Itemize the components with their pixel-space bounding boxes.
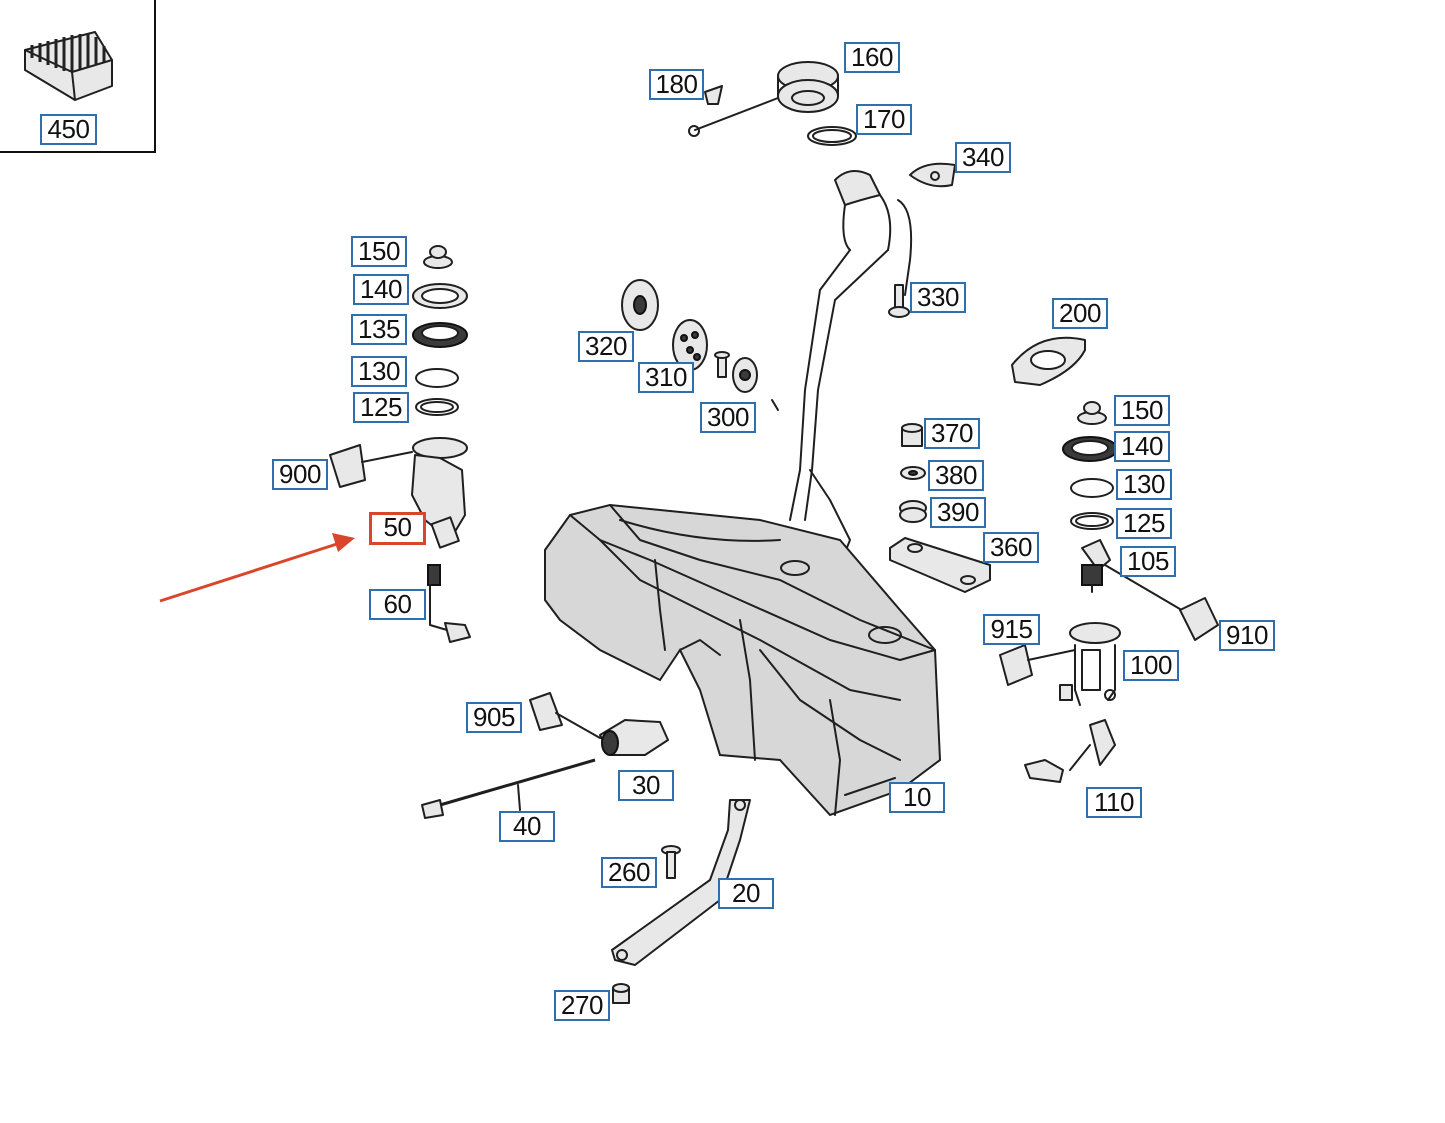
label-part-130-right[interactable]: 130 bbox=[1116, 469, 1172, 500]
part-10-fuel-tank bbox=[544, 503, 942, 817]
part-340-bracket bbox=[909, 162, 956, 188]
label-part-60[interactable]: 60 bbox=[369, 589, 426, 620]
label-part-260[interactable]: 260 bbox=[601, 857, 657, 888]
label-part-110[interactable]: 110 bbox=[1086, 787, 1142, 818]
part-450-foam-block bbox=[24, 31, 113, 101]
label-part-910[interactable]: 910 bbox=[1219, 620, 1275, 651]
label-part-300[interactable]: 300 bbox=[700, 402, 756, 433]
label-part-905[interactable]: 905 bbox=[466, 702, 522, 733]
filler-neck bbox=[771, 170, 913, 566]
left-stack-125-oring bbox=[415, 398, 459, 416]
label-part-270[interactable]: 270 bbox=[554, 990, 610, 1021]
label-part-450[interactable]: 450 bbox=[40, 114, 97, 145]
right-stack-150-nut bbox=[1077, 401, 1107, 425]
part-100-sender-unit bbox=[1059, 622, 1121, 706]
right-stack-125-oring bbox=[1070, 512, 1114, 530]
part-160-fuel-cap bbox=[777, 61, 839, 113]
label-part-915[interactable]: 915 bbox=[983, 614, 1040, 645]
label-part-10[interactable]: 10 bbox=[889, 782, 945, 813]
left-stack-130-oring bbox=[415, 368, 459, 388]
label-part-105[interactable]: 105 bbox=[1120, 546, 1176, 577]
part-60-level-sender bbox=[427, 564, 471, 643]
part-260-bolt bbox=[661, 845, 681, 879]
label-part-135[interactable]: 135 bbox=[351, 314, 407, 345]
label-part-900[interactable]: 900 bbox=[272, 459, 328, 490]
label-part-200[interactable]: 200 bbox=[1052, 298, 1108, 329]
label-part-50-highlighted[interactable]: 50 bbox=[369, 512, 426, 545]
left-stack-150-nut bbox=[423, 245, 453, 269]
left-stack-135-lock-ring bbox=[412, 322, 468, 348]
part-170-seal-ring bbox=[807, 126, 857, 146]
part-110-level-sender bbox=[1024, 719, 1116, 783]
label-part-125-left[interactable]: 125 bbox=[353, 392, 409, 423]
part-105-valve bbox=[1081, 539, 1111, 593]
part-910-connector bbox=[1104, 564, 1219, 641]
part-300-valve bbox=[714, 351, 758, 393]
part-900-connector bbox=[329, 444, 413, 488]
label-part-310[interactable]: 310 bbox=[638, 362, 694, 393]
label-part-140-left[interactable]: 140 bbox=[353, 274, 409, 305]
part-905-connector bbox=[529, 692, 601, 739]
label-part-170[interactable]: 170 bbox=[856, 104, 912, 135]
pointer-arrow bbox=[159, 533, 355, 603]
label-part-30[interactable]: 30 bbox=[618, 770, 674, 801]
part-180-tether bbox=[688, 85, 779, 137]
label-part-380[interactable]: 380 bbox=[928, 460, 984, 491]
label-part-130-left[interactable]: 130 bbox=[351, 356, 407, 387]
inset-box-450 bbox=[0, 0, 156, 153]
label-part-125-right[interactable]: 125 bbox=[1116, 508, 1172, 539]
part-320-cap bbox=[621, 279, 659, 331]
label-part-360[interactable]: 360 bbox=[983, 532, 1039, 563]
part-330-bolt bbox=[888, 284, 910, 318]
right-stack-140-ring bbox=[1062, 436, 1118, 462]
part-30-sensor bbox=[599, 719, 669, 756]
label-part-320[interactable]: 320 bbox=[578, 331, 634, 362]
label-part-330[interactable]: 330 bbox=[910, 282, 966, 313]
part-40-cable bbox=[421, 758, 596, 819]
label-part-390[interactable]: 390 bbox=[930, 497, 986, 528]
part-380-washer bbox=[900, 466, 926, 480]
part-360-pad bbox=[889, 537, 991, 593]
label-part-40[interactable]: 40 bbox=[499, 811, 555, 842]
part-915-connector bbox=[999, 644, 1076, 686]
label-part-20[interactable]: 20 bbox=[718, 878, 774, 909]
part-370-bushing bbox=[901, 423, 923, 447]
label-part-340[interactable]: 340 bbox=[955, 142, 1011, 173]
left-stack-140-ring bbox=[412, 283, 468, 309]
label-part-160[interactable]: 160 bbox=[844, 42, 900, 73]
label-part-100[interactable]: 100 bbox=[1123, 650, 1179, 681]
label-part-150-left[interactable]: 150 bbox=[351, 236, 407, 267]
part-270-nut bbox=[612, 983, 630, 1004]
right-stack-130-oring bbox=[1070, 478, 1114, 498]
label-part-370[interactable]: 370 bbox=[924, 418, 980, 449]
part-200-cover bbox=[1011, 336, 1086, 386]
label-part-180[interactable]: 180 bbox=[649, 69, 704, 100]
label-part-140-right[interactable]: 140 bbox=[1114, 431, 1170, 462]
label-part-150-right[interactable]: 150 bbox=[1114, 395, 1170, 426]
part-390-spacer bbox=[899, 500, 927, 523]
part-310-grommet bbox=[672, 319, 708, 371]
